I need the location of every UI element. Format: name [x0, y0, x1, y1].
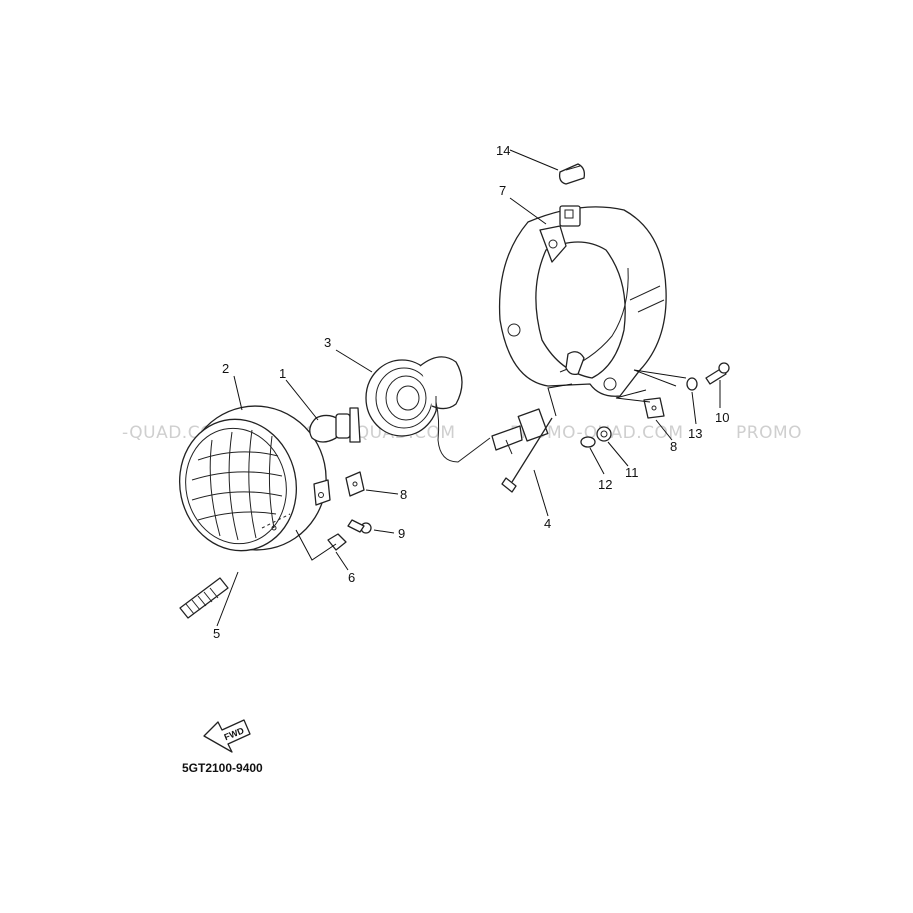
part-label-2: 2 — [222, 361, 229, 376]
part-label-5: 5 — [213, 626, 220, 641]
part-label-10: 10 — [715, 410, 729, 425]
part-label-8-right: 8 — [670, 439, 677, 454]
headlight-bulb — [309, 407, 361, 443]
part-labels: 14 7 3 2 1 4 5 8 9 6 8 10 13 11 12 — [213, 143, 729, 641]
headlight-lens-unit — [178, 405, 331, 552]
forward-arrow-icon: FWD — [203, 719, 251, 753]
part-label-6: 6 — [348, 570, 355, 585]
part-label-1: 1 — [279, 366, 286, 381]
watermark-text: PROMO — [736, 423, 802, 443]
grommet — [596, 426, 612, 442]
part-label-11: 11 — [625, 465, 639, 480]
rubber-cap — [558, 163, 586, 185]
part-label-8-left: 8 — [400, 487, 407, 502]
part-label-3: 3 — [324, 335, 331, 350]
wire-connector — [491, 408, 549, 455]
bulb-socket — [365, 356, 491, 463]
part-label-14: 14 — [496, 143, 510, 158]
leader-lines — [216, 149, 721, 627]
part-label-12: 12 — [598, 477, 612, 492]
diagram-code: 5GT2100-9400 — [182, 761, 263, 775]
long-screw — [501, 417, 553, 493]
square-nut — [327, 533, 347, 551]
part-label-7: 7 — [499, 183, 506, 198]
screw-right — [705, 362, 730, 385]
screw-left — [347, 519, 372, 534]
part-label-4: 4 — [544, 516, 551, 531]
clip-nut-right — [643, 397, 665, 419]
part-label-9: 9 — [398, 526, 405, 541]
clip-nut-left — [345, 471, 365, 497]
part-label-13: 13 — [688, 426, 702, 441]
headlight-housing — [498, 205, 667, 397]
collar — [580, 436, 596, 448]
adjusting-spring — [179, 577, 229, 619]
washer — [686, 377, 698, 391]
